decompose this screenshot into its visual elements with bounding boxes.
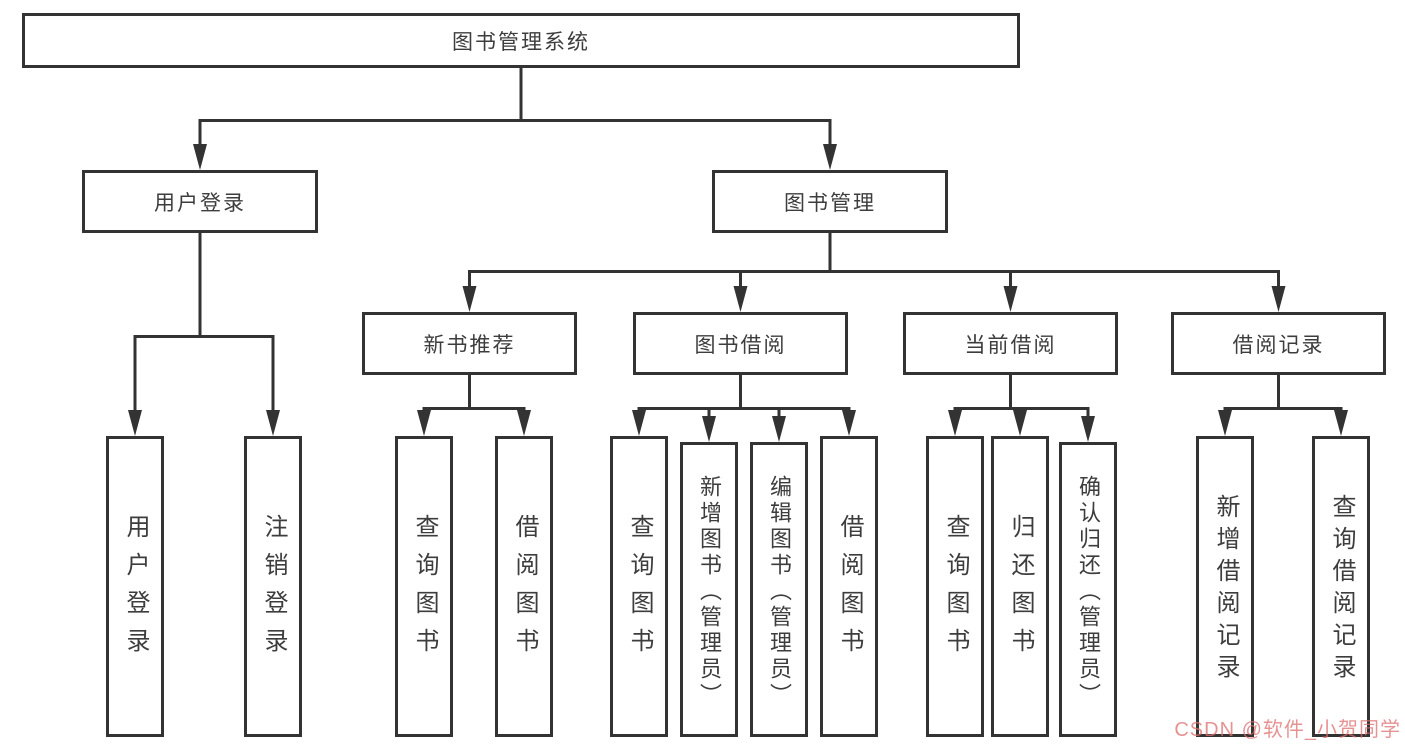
leaf-cb-confirm-return-admin: 确认归还（管理员） (1059, 442, 1117, 737)
leaf-cb-return-books-label: 归还图书 (1007, 513, 1034, 666)
leaf-bb-add-books-admin: 新增图书（管理员） (680, 442, 738, 737)
node-user-login-label: 用户登录 (154, 191, 246, 215)
leaf-bb-borrow-books: 借阅图书 (820, 436, 878, 737)
leaf-nb-borrow-books: 借阅图书 (495, 436, 553, 737)
node-book-borrow: 图书借阅 (633, 312, 848, 375)
node-new-book-recommend: 新书推荐 (362, 312, 577, 375)
leaf-bb-query-books-label: 查询图书 (626, 513, 653, 666)
node-book-management: 图书管理 (712, 170, 948, 233)
leaf-nb-borrow-books-label: 借阅图书 (511, 513, 538, 666)
leaf-bb-edit-books-admin: 编辑图书（管理员） (750, 442, 808, 737)
csdn-watermark: CSDN @软件_小贺同学 (1174, 719, 1401, 741)
leaf-br-query-record-label: 查询借阅记录 (1328, 493, 1355, 686)
leaf-cb-confirm-return-admin-label: 确认归还（管理员） (1076, 474, 1101, 709)
node-borrow-records-label: 借阅记录 (1232, 333, 1325, 357)
leaf-user-login: 用户登录 (106, 436, 164, 737)
leaf-bb-borrow-books-label: 借阅图书 (836, 513, 863, 666)
node-borrow-records: 借阅记录 (1171, 312, 1386, 375)
node-user-login: 用户登录 (82, 170, 318, 233)
node-new-book-recommend-label: 新书推荐 (423, 333, 516, 357)
leaf-logout-label: 注销登录 (260, 513, 287, 666)
node-book-borrow-label: 图书借阅 (694, 333, 787, 357)
leaf-nb-query-books: 查询图书 (395, 436, 453, 737)
leaf-user-login-label: 用户登录 (122, 513, 149, 666)
leaf-br-add-record: 新增借阅记录 (1196, 436, 1254, 737)
node-book-management-label: 图书管理 (784, 191, 876, 215)
node-current-borrow: 当前借阅 (903, 312, 1118, 375)
node-current-borrow-label: 当前借阅 (964, 333, 1057, 357)
leaf-br-query-record: 查询借阅记录 (1312, 436, 1370, 737)
leaf-cb-query-books: 查询图书 (926, 436, 984, 737)
node-root-label: 图书管理系统 (452, 30, 590, 54)
node-root: 图书管理系统 (22, 13, 1020, 68)
leaf-bb-query-books: 查询图书 (610, 436, 668, 737)
leaf-cb-return-books: 归还图书 (991, 436, 1049, 737)
leaf-bb-edit-books-admin-label: 编辑图书（管理员） (767, 474, 792, 709)
leaf-br-add-record-label: 新增借阅记录 (1212, 493, 1239, 686)
leaf-cb-query-books-label: 查询图书 (942, 513, 969, 666)
leaf-logout: 注销登录 (244, 436, 302, 737)
leaf-bb-add-books-admin-label: 新增图书（管理员） (697, 474, 722, 709)
leaf-nb-query-books-label: 查询图书 (411, 513, 438, 666)
